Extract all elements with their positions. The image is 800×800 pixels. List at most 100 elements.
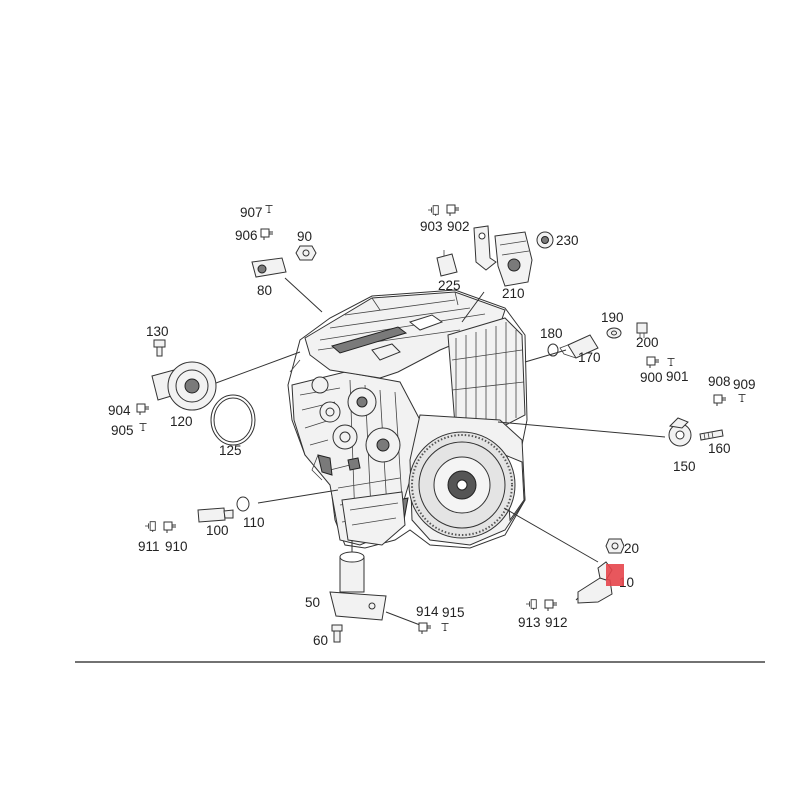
part-60-bolt [331, 624, 343, 643]
part-913-clip-icon [526, 599, 537, 610]
plug-230-center [541, 236, 549, 244]
callout-50: 50 [305, 595, 320, 610]
callout-913: 913 [518, 615, 541, 630]
bolt-200-shank [639, 333, 645, 338]
callout-912: 912 [545, 615, 568, 630]
part-915-pin-icon [440, 623, 450, 631]
part-50-oil-level-sensor [329, 551, 387, 621]
oil-pan [341, 491, 406, 546]
callout-100: 100 [206, 523, 229, 538]
nut-90-hole [302, 249, 310, 257]
washer-190-body [606, 327, 622, 339]
bolt-20-center [611, 542, 619, 550]
bolt-20-head [605, 538, 625, 554]
bolt-130-shank [156, 346, 163, 357]
part-910-connector-icon [163, 521, 177, 533]
part-120-water-pump [151, 361, 217, 411]
bolt-60-shank [333, 630, 341, 643]
callout-120: 120 [170, 414, 193, 429]
callout-110: 110 [243, 515, 265, 530]
sensor-100-body [197, 507, 226, 523]
part-911-clip-icon [145, 521, 156, 532]
part-210-module [494, 231, 533, 287]
intake-manifold [447, 317, 526, 429]
callout-20: 20 [624, 541, 639, 556]
part-170-temp-sensor [559, 334, 599, 359]
part-180-o-ring [547, 343, 559, 357]
callout-160: 160 [708, 441, 731, 456]
callout-907: 907 [240, 205, 263, 220]
callout-911: 911 [138, 539, 160, 554]
sensor-150-hole [675, 430, 685, 440]
sensor-170-tip [559, 344, 577, 359]
nut-90-body [295, 245, 317, 261]
callout-80: 80 [257, 283, 272, 298]
pulley-left-hub [325, 407, 335, 417]
part-225-mount [436, 250, 458, 277]
callout-908: 908 [708, 374, 731, 389]
oil-pan-details [349, 502, 399, 526]
sensor-50-hole [368, 602, 376, 610]
bolt-160-body [699, 429, 724, 441]
pulley-top [311, 376, 329, 394]
bolt-200-head [636, 322, 648, 334]
callout-225: 225 [438, 278, 461, 293]
module-210-port [507, 258, 521, 272]
callout-labels: 907 906 90 80 903 902 230 225 210 180 19… [108, 205, 756, 648]
intake-manifold-runners [451, 322, 525, 426]
part-20-bolt [605, 538, 625, 554]
valve-902-body [473, 225, 497, 271]
callout-903: 903 [420, 219, 443, 234]
pulley-lower-hub [376, 438, 390, 452]
part-230-plug [536, 231, 554, 249]
engine-assembly [287, 289, 528, 549]
pulley-mid-hub [339, 431, 351, 443]
pump-120-hub [184, 378, 200, 394]
callout-170: 170 [578, 350, 601, 365]
part-190-washer [606, 327, 622, 339]
pump-120-ring [175, 369, 209, 403]
part-906-connector-icon [260, 228, 274, 240]
part-100-sensor [197, 507, 234, 523]
part-914-connector-icon [418, 622, 432, 634]
part-901-pin-icon [667, 357, 675, 367]
callout-915: 915 [442, 605, 465, 620]
callout-902: 902 [447, 219, 470, 234]
part-90-nut [295, 245, 317, 261]
callout-200: 200 [636, 335, 659, 350]
callout-180: 180 [540, 326, 563, 341]
part-900-connector-icon [646, 356, 660, 368]
valve-902-port [478, 232, 486, 240]
gasket-125-inner [213, 397, 253, 443]
bolt-60-head [331, 624, 343, 632]
part-200-bolt [636, 322, 648, 338]
callout-190: 190 [601, 310, 624, 325]
callout-125: 125 [219, 443, 242, 458]
sensor-50-flange [329, 591, 387, 621]
bolt-130-head [153, 339, 166, 348]
part-160-bolt [699, 429, 724, 441]
washer-190-hole [611, 330, 617, 336]
pulley-left [319, 401, 341, 423]
callout-904: 904 [108, 403, 131, 418]
part-912-connector-icon [544, 599, 558, 611]
valve-cover-badge [330, 326, 408, 354]
part-10-highlight [606, 564, 624, 586]
mount-225-body [436, 253, 458, 277]
pulley-mid [332, 424, 358, 450]
part-110-o-ring [236, 496, 250, 512]
part-904-connector-icon [136, 403, 150, 415]
part-905-pin-icon [139, 422, 147, 432]
callout-150: 150 [673, 459, 696, 474]
part-150-knock-sensor [668, 417, 692, 447]
module-210-details [499, 240, 530, 256]
valve-cover-plate [408, 314, 444, 331]
callout-90: 90 [297, 229, 312, 244]
callout-230: 230 [556, 233, 579, 248]
callout-900: 900 [640, 370, 663, 385]
part-903-clip-icon [428, 205, 439, 216]
sensor-80-cap [257, 264, 267, 274]
bolt-160-thread [703, 431, 714, 440]
front-pulleys [311, 376, 401, 463]
